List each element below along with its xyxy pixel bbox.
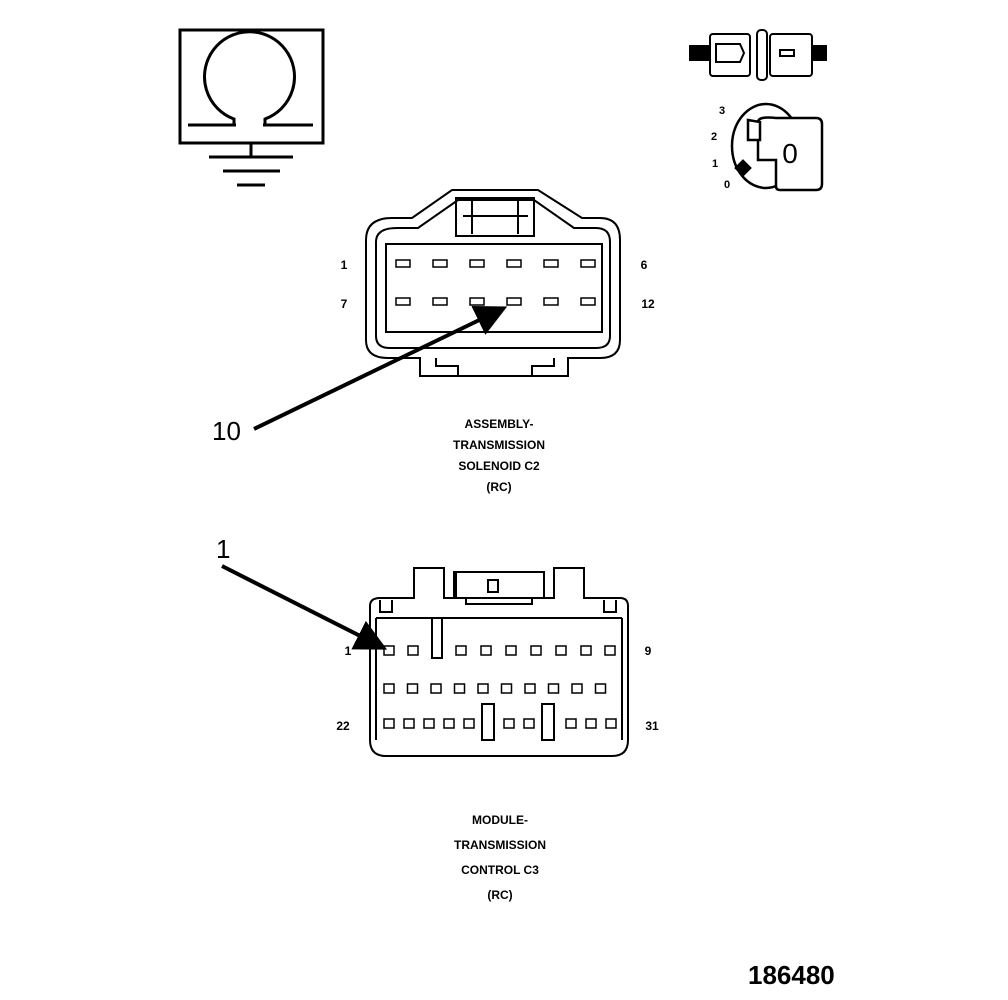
c2-pin-label-bottom-right: 12 [641,297,655,311]
c2-terminal [432,297,448,306]
c3-terminal [565,718,577,729]
c3-terminal [523,718,535,729]
c3-title-line-4: (RC) [487,888,513,902]
c3-terminal [455,645,467,656]
c3-terminal [383,645,395,656]
c3-terminal [480,645,492,656]
connector-c2-housing [365,189,621,377]
c3-terminal [605,718,617,729]
c2-title-line-4: (RC) [486,480,512,494]
c2-title-line-2: TRANSMISSION [452,438,545,452]
ignition-position-2: 2 [710,131,718,143]
connector-c2-title: ASSEMBLY- TRANSMISSION SOLENOID C2 (RC) [399,414,599,498]
c3-terminal [571,683,583,694]
c3-terminal [463,718,475,729]
callout-10-label: 10 [212,416,241,446]
c3-terminal [580,645,592,656]
connector-disconnect-icon [689,29,827,81]
c3-terminal [423,718,435,729]
c2-terminal [543,297,559,306]
c3-terminal [430,683,442,694]
figure-id: 186480 [748,960,835,990]
c3-terminal [604,645,616,656]
connector-c3-pins [383,645,617,729]
c3-terminal [547,683,560,694]
connector-c2-pins [395,259,596,306]
c2-pin-label-top-left: 1 [340,258,348,272]
ignition-position-0: 0 [723,179,731,191]
c3-terminal [403,718,415,729]
ignition-key-icon [730,102,824,192]
c3-terminal [594,683,607,694]
callout-1-label: 1 [216,534,231,564]
c3-pin-label-top-right: 9 [644,644,652,658]
ohmmeter-ground-icon [178,28,325,187]
c3-terminal [500,683,513,694]
c3-terminal [524,683,536,694]
c2-pin-label-top-right: 6 [640,258,648,272]
c2-title-line-1: ASSEMBLY- [464,417,534,431]
c2-terminal [506,297,522,306]
c3-terminal [530,645,542,656]
callout-1-arrow [221,564,388,650]
c3-terminal [443,718,455,729]
c3-terminal [555,645,567,656]
c3-title-line-3: CONTROL C3 [461,863,539,877]
c3-pin-label-bottom-right: 31 [645,719,659,733]
c3-terminal [503,718,515,729]
c2-terminal [395,259,411,268]
c2-terminal [580,259,596,268]
c3-title-line-2: TRANSMISSION [453,838,546,852]
c2-terminal [543,259,559,268]
c3-terminal [453,683,466,694]
c3-title-line-1: MODULE- [472,813,528,827]
c2-terminal [469,259,485,268]
c2-terminal [469,297,485,306]
connector-c3-title: MODULE- TRANSMISSION CONTROL C3 (RC) [400,808,600,908]
c3-terminal [477,683,489,694]
c2-title-line-3: SOLENOID C2 [458,459,540,473]
c3-terminal [505,645,517,656]
callout-10-arrow [253,306,508,431]
c2-terminal [395,297,411,306]
c3-pin-label-top-left: 1 [344,644,352,658]
c3-terminal [407,645,419,656]
c3-terminal [406,683,419,694]
c3-terminal [383,683,395,694]
c2-terminal [580,297,596,306]
c2-pin-label-bottom-left: 7 [340,297,348,311]
c3-terminal [585,718,597,729]
ignition-key-label: 0 [782,138,798,169]
c3-pin-label-bottom-left: 22 [336,719,350,733]
c2-terminal [506,259,522,268]
c2-terminal [432,259,448,268]
c3-terminal [383,718,395,729]
ignition-position-3: 3 [718,105,726,117]
ignition-position-1: 1 [711,158,719,170]
